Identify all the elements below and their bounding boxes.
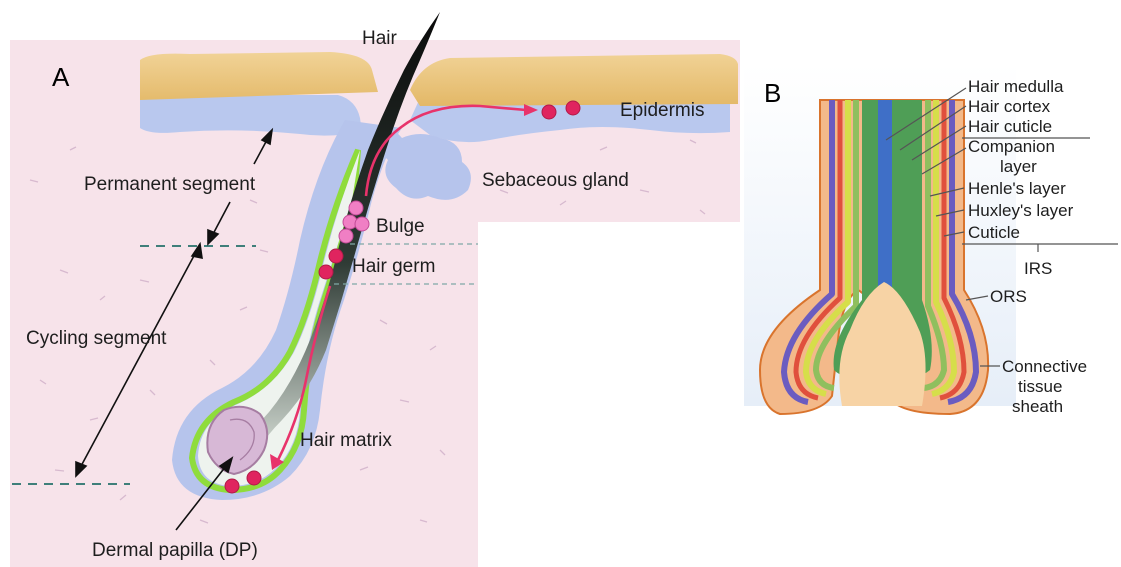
label-permanent-segment: Permanent segment (84, 174, 256, 195)
migrated-cell (542, 105, 556, 119)
panel-a: A Hair Epidermis Sebaceous gland Permane… (10, 12, 740, 567)
panel-b-letter: B (764, 78, 781, 108)
label-hair: Hair (362, 28, 398, 49)
label-companion-layer-1: Companion (968, 137, 1055, 156)
label-connective-tissue-1: Connective (1002, 357, 1087, 376)
label-henles-layer: Henle's layer (968, 179, 1066, 198)
label-companion-layer-2: layer (1000, 157, 1037, 176)
label-huxleys-layer: Huxley's layer (968, 201, 1074, 220)
label-epidermis: Epidermis (620, 100, 704, 121)
migrated-cell (566, 101, 580, 115)
panel-a-letter: A (52, 62, 70, 92)
label-irs: IRS (1024, 259, 1052, 278)
label-cycling-segment: Cycling segment (26, 328, 167, 349)
hair-medulla-band (878, 100, 892, 288)
label-cuticle: Cuticle (968, 223, 1020, 242)
label-connective-tissue-3: sheath (1012, 397, 1063, 416)
label-dermal-papilla: Dermal papilla (DP) (92, 540, 258, 561)
label-hair-medulla: Hair medulla (968, 77, 1064, 96)
label-hair-cortex: Hair cortex (968, 97, 1051, 116)
label-hair-matrix: Hair matrix (300, 430, 392, 451)
label-hair-germ: Hair germ (352, 256, 435, 277)
label-connective-tissue-2: tissue (1018, 377, 1062, 396)
label-ors: ORS (990, 287, 1027, 306)
label-hair-cuticle: Hair cuticle (968, 117, 1052, 136)
panel-b: B Hair medulla Hair cortex Hair cuticle … (744, 64, 1118, 416)
label-sebaceous-gland: Sebaceous gland (482, 170, 629, 191)
label-bulge: Bulge (376, 216, 425, 237)
